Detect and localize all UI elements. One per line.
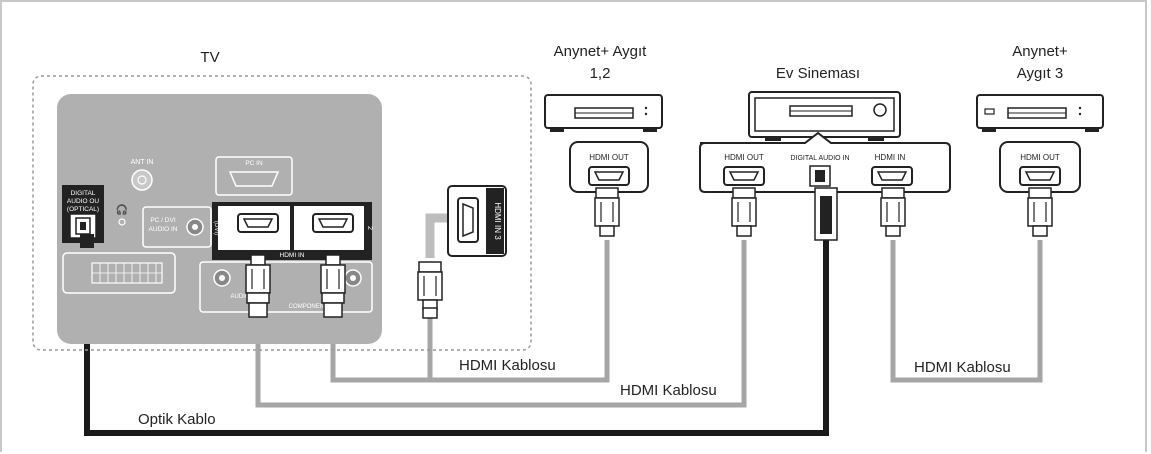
anynet12-label-2: 1,2 [590,65,611,82]
ht-hdmi-in-plug [880,187,906,237]
svg-text:AUDIO: AUDIO [230,294,249,300]
tv-label: TV [200,49,219,66]
anynet12-plug [594,187,620,237]
pc-in-label: PC IN [245,160,263,167]
hdmi-cable-tv-hometheater [255,240,747,408]
hdmi-cable-hometheater-anynet3 [890,240,1043,383]
hdmi-cable-label-2: HDMI Kablosu [620,382,717,399]
tv-group: TV ANT IN 🎧 PC IN PC / DVI AUDIO IN DIGI… [32,49,532,351]
anynet12-group: Anynet+ Aygıt 1,2 HDMI OUT [544,43,663,237]
component-in-label: COMPONENT IN [289,304,336,310]
pc-dvi-label-2: AUDIO IN [149,226,178,233]
tv-hdmi1-port [237,213,279,233]
svg-text:DIGITAL: DIGITAL [71,190,96,197]
headphone-icon: 🎧 [116,203,128,216]
svg-text:2: 2 [366,226,373,230]
ev-sinemasi-label: Ev Sineması [776,65,860,82]
optical-cable-label: Optik Kablo [138,411,216,428]
home-theater-group: Ev Sineması HDMI OUT DIGITAL AUDIO IN HD… [699,65,951,241]
pc-in-port [215,156,293,196]
hdmi-in-3-group: HDMI IN 3 [417,185,507,319]
tv-optical-plug [80,234,94,248]
hdmi-in-3-label: HDMI IN 3 [493,202,502,240]
anynet3-plug [1027,187,1053,237]
hdmi-cable-label-3: HDMI Kablosu [914,359,1011,376]
tv-dashed-outline [32,75,532,351]
hdmi-in-3-plug [417,261,443,311]
anynet3-hdmi-out-label: HDMI OUT [1020,153,1060,162]
svg-text:(OPTICAL): (OPTICAL) [67,206,99,213]
ht-hdmi-out-label: HDMI OUT [724,153,764,162]
svg-text:(DVI): (DVI) [213,221,219,235]
component-in-box [199,261,373,313]
anynet3-label-1: Anynet+ [1012,43,1068,60]
scart-port [62,252,176,294]
pc-dvi-audio-box [142,206,212,248]
ant-in-label: ANT IN [131,159,154,166]
pc-dvi-label-1: PC / DVI [150,217,175,224]
ht-digital-audio-in-label: DIGITAL AUDIO IN [790,155,849,162]
anynet3-group: Anynet+ Aygıt 3 HDMI OUT [976,43,1104,237]
anynet12-hdmi-out-label: HDMI OUT [589,153,629,162]
hdmi-cable-label-1: HDMI Kablosu [459,357,556,374]
tv-hdmi-in-label: HDMI IN [280,252,305,259]
ht-hdmi-out-plug [731,187,757,237]
ht-hdmi-in-label: HDMI IN [875,153,906,162]
tv-hdmi2-port [312,213,354,233]
ant-in-port [131,169,153,191]
anynet12-label-1: Anynet+ Aygıt [554,43,648,60]
svg-text:AUDIO OU: AUDIO OU [67,198,99,205]
anynet3-label-2: Aygıt 3 [1017,65,1063,82]
